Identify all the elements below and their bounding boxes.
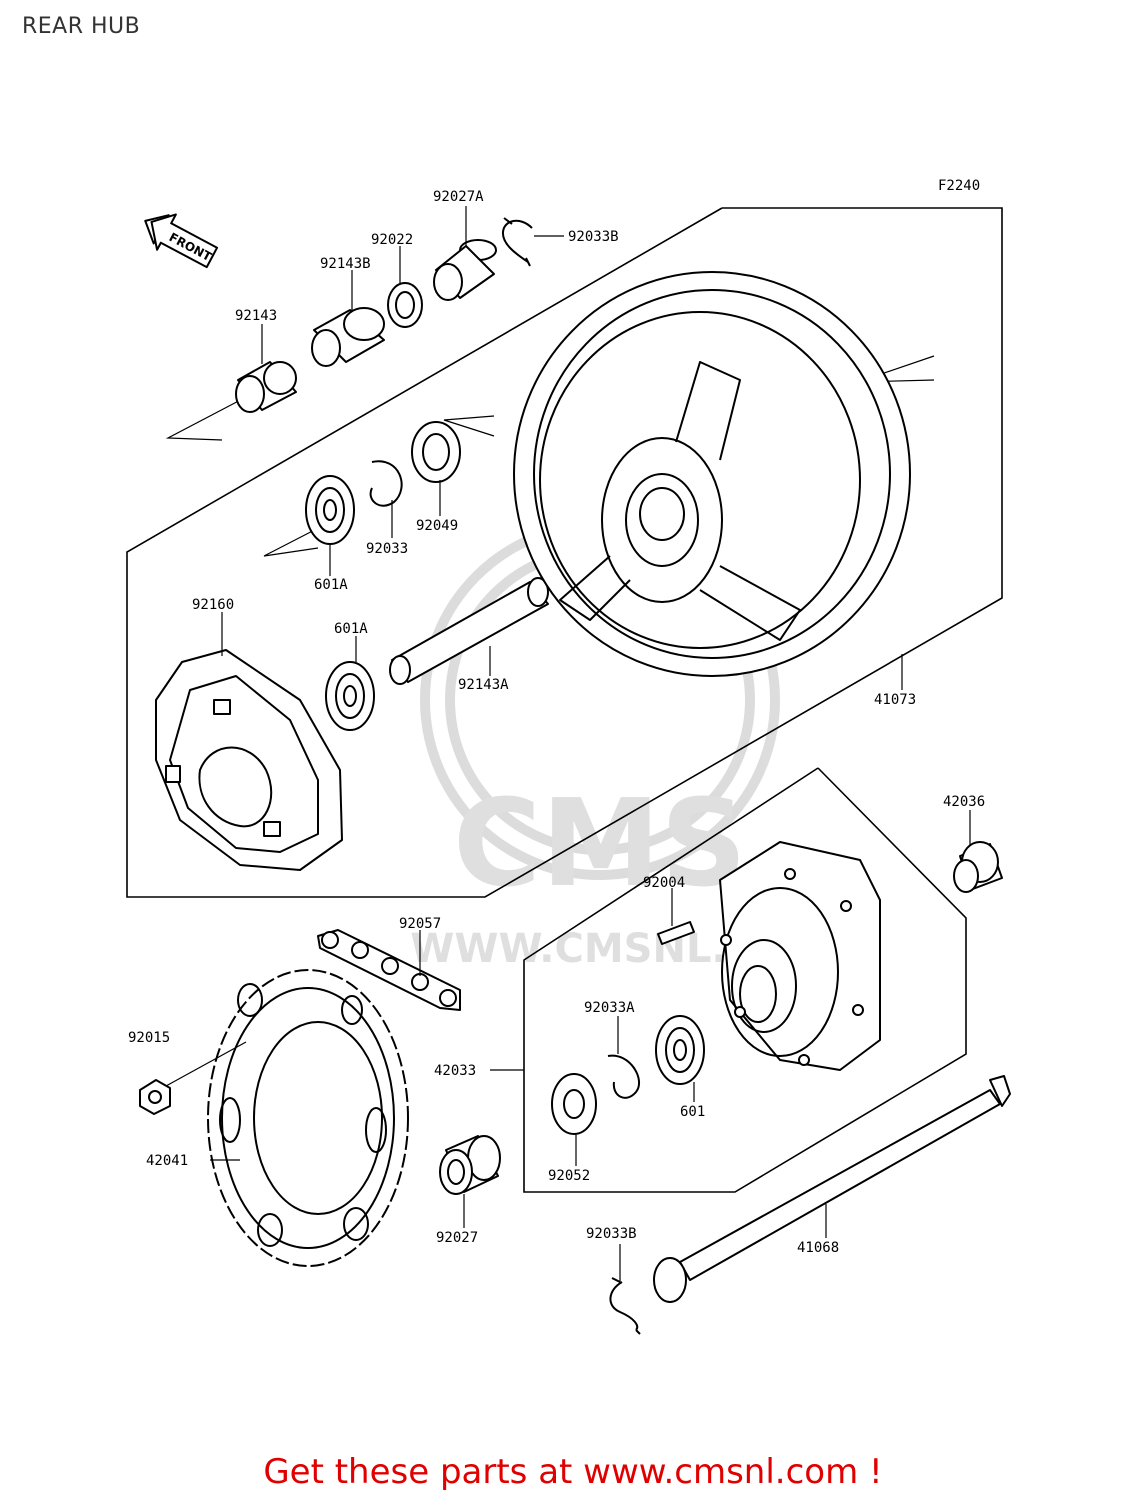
coupling-42033 [719, 841, 881, 1071]
part-label-92160: 92160 [192, 597, 234, 613]
bearing-601a-mid [325, 661, 375, 731]
collar-92143b [311, 307, 385, 367]
part-label-92027: 92027 [436, 1230, 478, 1246]
axle-41068 [653, 1075, 1011, 1303]
leader-lines [165, 206, 971, 1284]
part-label-92052: 92052 [548, 1168, 590, 1184]
front-direction-arrow: FRONT [144, 213, 219, 269]
circlip-92033 [369, 460, 403, 507]
part-label-601a-mid: 601A [334, 621, 368, 637]
oil-seal-92049 [411, 421, 461, 483]
seal-92052 [551, 1073, 597, 1135]
collar-92143a [389, 577, 549, 685]
chain-92057 [317, 929, 461, 1011]
collar-42036 [953, 841, 1003, 893]
washer-92022 [387, 282, 423, 328]
lower-group-outline [523, 767, 967, 1193]
damper-92160 [155, 649, 343, 871]
part-label-92033b-bottom: 92033B [586, 1226, 637, 1242]
part-label-92057: 92057 [399, 916, 441, 932]
bearing-601 [655, 1015, 705, 1085]
stud-92004 [657, 921, 695, 945]
part-label-601: 601 [680, 1104, 705, 1120]
part-label-92027a: 92027A [433, 189, 484, 205]
part-label-92004: 92004 [643, 875, 685, 891]
sprocket-42041 [207, 969, 409, 1267]
circlip-92033a [607, 1054, 641, 1099]
part-label-92033: 92033 [366, 541, 408, 557]
nut-92015 [139, 1079, 171, 1115]
part-label-92049: 92049 [416, 518, 458, 534]
collar-92027a [433, 239, 497, 301]
circlip-92033b-bottom [609, 1277, 641, 1335]
watermark-brand: CMS [453, 775, 747, 914]
footer-shop-link[interactable]: Get these parts at www.cmsnl.com ! [263, 1452, 883, 1492]
part-label-92143: 92143 [235, 308, 277, 324]
circlip-92033b-top [501, 217, 533, 267]
part-label-42033: 42033 [434, 1063, 476, 1079]
collar-92143 [235, 361, 297, 413]
part-label-42041: 42041 [146, 1153, 188, 1169]
part-label-92015: 92015 [128, 1030, 170, 1046]
part-label-601a-top: 601A [314, 577, 348, 593]
part-labels: 92027A 92033B 92022 92143B 92143 92049 9… [128, 189, 985, 1256]
upper-group-outline [126, 207, 1003, 898]
part-label-41068: 41068 [797, 1240, 839, 1256]
part-label-42036: 42036 [943, 794, 985, 810]
figure-code: F2240 [938, 178, 980, 194]
part-label-41073: 41073 [874, 692, 916, 708]
part-label-92022: 92022 [371, 232, 413, 248]
wheel-41073 [513, 271, 911, 677]
part-label-92033a: 92033A [584, 1000, 635, 1016]
part-label-92143a: 92143A [458, 677, 509, 693]
part-label-92033b-top: 92033B [568, 229, 619, 245]
bearing-601a-top [305, 475, 355, 545]
page-title: REAR HUB [22, 14, 141, 39]
part-label-92143b: 92143B [320, 256, 371, 272]
collar-92027 [439, 1135, 501, 1195]
